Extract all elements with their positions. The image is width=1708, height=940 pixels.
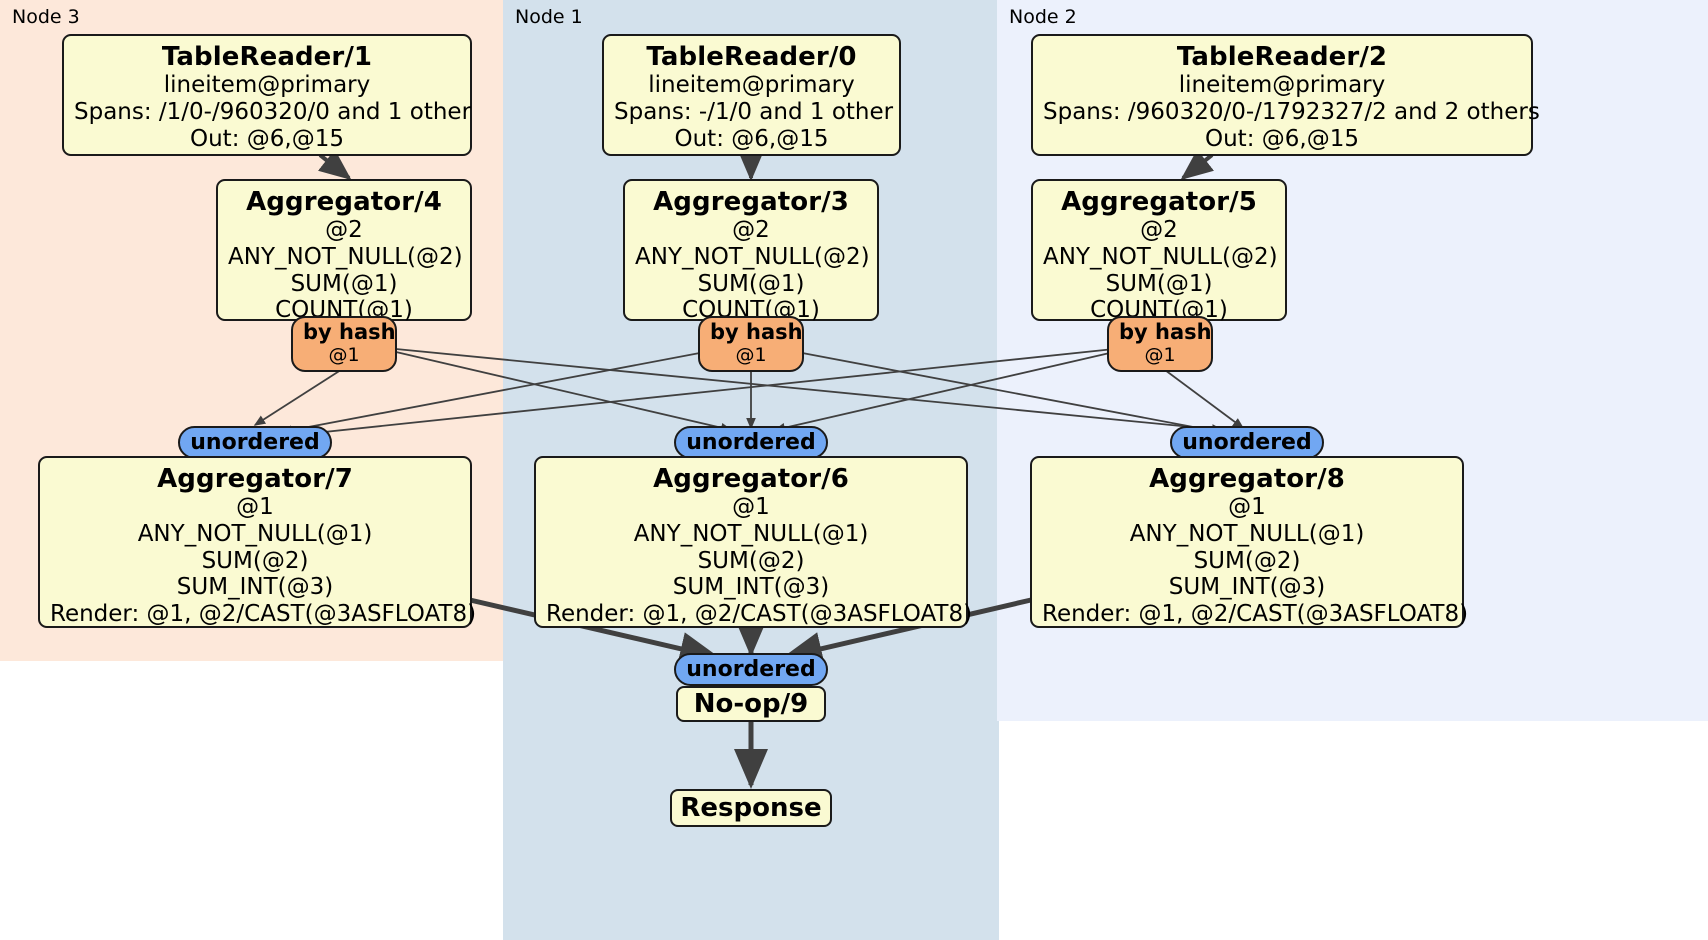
- cluster-label-node-1: Node 1: [515, 6, 583, 28]
- processor-line: SUM(@1): [697, 270, 805, 297]
- processor-table-reader-0[interactable]: TableReader/0 lineitem@primary Spans: -/…: [602, 34, 901, 156]
- synchronizer-unordered-mid[interactable]: unordered: [674, 426, 828, 459]
- processor-aggregator-5[interactable]: Aggregator/5 @2 ANY_NOT_NULL(@2) SUM(@1)…: [1031, 179, 1287, 323]
- processor-response[interactable]: Response: [670, 789, 832, 827]
- processor-line: SUM_INT(@3): [672, 574, 830, 601]
- synchronizer-unordered-left[interactable]: unordered: [178, 426, 332, 459]
- processor-line: Spans: /1/0-/960320/0 and 1 other: [74, 98, 472, 125]
- processor-line: lineitem@primary: [1178, 72, 1386, 99]
- processor-line: Render: @1, @2/CAST(@3ASFLOAT8): [1042, 600, 1469, 627]
- processor-line: Out: @6,@15: [674, 125, 829, 152]
- processor-line: @2: [1140, 217, 1178, 244]
- processor-line: Spans: -/1/0 and 1 other: [614, 98, 894, 125]
- processor-aggregator-8[interactable]: Aggregator/8 @1 ANY_NOT_NULL(@1) SUM(@2)…: [1030, 456, 1469, 628]
- cluster-label-node-3: Node 3: [12, 6, 80, 28]
- processor-aggregator-4[interactable]: Aggregator/4 @2 ANY_NOT_NULL(@2) SUM(@1)…: [216, 179, 472, 323]
- processor-aggregator-6[interactable]: Aggregator/6 @1 ANY_NOT_NULL(@1) SUM(@2)…: [534, 456, 973, 628]
- router-column: @1: [1144, 343, 1176, 366]
- processor-aggregator-7[interactable]: Aggregator/7 @1 ANY_NOT_NULL(@1) SUM(@2)…: [38, 456, 477, 628]
- processor-line: SUM(@2): [201, 547, 309, 574]
- processor-line: @2: [732, 217, 770, 244]
- processor-table-reader-2[interactable]: TableReader/2 lineitem@primary Spans: /9…: [1031, 34, 1540, 156]
- processor-line: ANY_NOT_NULL(@2): [228, 243, 463, 270]
- processor-line: lineitem@primary: [163, 72, 371, 99]
- processor-no-op-9[interactable]: No-op/9: [676, 686, 826, 722]
- processor-title: TableReader/1: [161, 42, 373, 72]
- processor-title: Aggregator/7: [157, 464, 353, 494]
- processor-title: Aggregator/4: [246, 187, 442, 217]
- processor-title: TableReader/0: [646, 42, 857, 72]
- processor-title: Aggregator/6: [653, 464, 849, 494]
- processor-aggregator-3[interactable]: Aggregator/3 @2 ANY_NOT_NULL(@2) SUM(@1)…: [623, 179, 879, 323]
- processor-line: SUM(@2): [1193, 547, 1301, 574]
- processor-line: @2: [325, 217, 363, 244]
- processor-line: lineitem@primary: [648, 72, 855, 99]
- processor-title: Aggregator/3: [653, 187, 849, 217]
- cluster-label-node-2: Node 2: [1009, 6, 1077, 28]
- processor-line: Out: @6,@15: [190, 125, 344, 152]
- processor-line: Out: @6,@15: [1205, 125, 1359, 152]
- processor-line: ANY_NOT_NULL(@2): [1043, 243, 1278, 270]
- router-by-hash-mid[interactable]: by hash @1: [698, 316, 804, 372]
- processor-line: @1: [236, 494, 274, 521]
- synchronizer-unordered-right[interactable]: unordered: [1170, 426, 1324, 459]
- processor-line: Render: @1, @2/CAST(@3ASFLOAT8): [546, 600, 973, 627]
- processor-line: SUM(@1): [1105, 270, 1213, 297]
- processor-line: SUM(@2): [697, 547, 805, 574]
- processor-title: Aggregator/8: [1149, 464, 1345, 494]
- processor-line: Render: @1, @2/CAST(@3ASFLOAT8): [50, 600, 477, 627]
- router-column: @1: [328, 343, 360, 366]
- router-by-hash-left[interactable]: by hash @1: [291, 316, 397, 372]
- processor-line: @1: [1228, 494, 1266, 521]
- router-label: by hash: [1119, 320, 1212, 344]
- router-label: by hash: [303, 320, 396, 344]
- router-column: @1: [735, 343, 767, 366]
- router-label: by hash: [710, 320, 803, 344]
- processor-line: @1: [732, 494, 770, 521]
- synchronizer-unordered-final[interactable]: unordered: [674, 653, 828, 686]
- processor-title: Aggregator/5: [1061, 187, 1257, 217]
- processor-line: SUM_INT(@3): [176, 574, 334, 601]
- processor-line: Spans: /960320/0-/1792327/2 and 2 others: [1043, 98, 1540, 125]
- processor-line: ANY_NOT_NULL(@2): [635, 243, 870, 270]
- processor-table-reader-1[interactable]: TableReader/1 lineitem@primary Spans: /1…: [62, 34, 472, 156]
- processor-line: ANY_NOT_NULL(@1): [633, 520, 869, 547]
- processor-line: ANY_NOT_NULL(@1): [137, 520, 373, 547]
- processor-line: SUM_INT(@3): [1168, 574, 1326, 601]
- router-by-hash-right[interactable]: by hash @1: [1107, 316, 1213, 372]
- processor-line: ANY_NOT_NULL(@1): [1129, 520, 1365, 547]
- processor-line: SUM(@1): [290, 270, 398, 297]
- processor-title: TableReader/2: [1176, 42, 1388, 72]
